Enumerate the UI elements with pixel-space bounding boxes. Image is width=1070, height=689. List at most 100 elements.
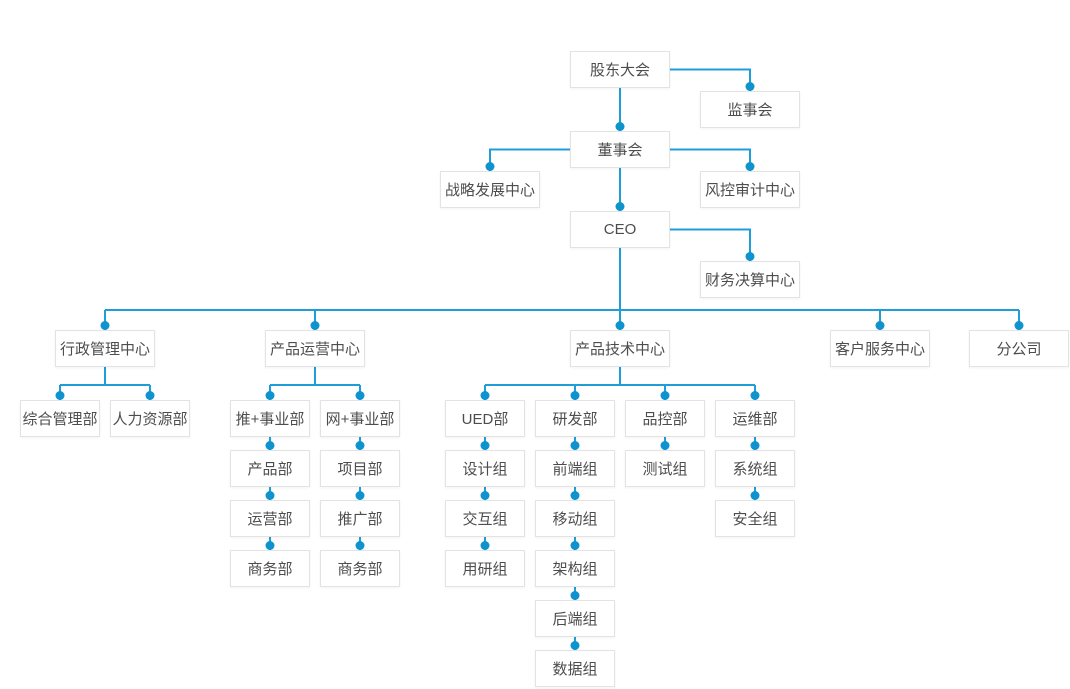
org-node-tui-bu: 推+事业部: [230, 400, 310, 437]
org-node-design-group: 设计组: [445, 450, 525, 487]
org-node-wang-bu: 网+事业部: [320, 400, 400, 437]
org-node-label: 人力资源部: [112, 411, 188, 428]
org-node-label: 产品部: [247, 461, 293, 478]
connector-line: [670, 68, 751, 91]
org-node-label: 监事会: [727, 102, 773, 119]
org-node-label: 客户服务中心: [834, 341, 925, 358]
org-node-biz-dept-wang: 商务部: [320, 550, 400, 587]
org-node-label: 运营部: [247, 511, 293, 528]
org-node-label: 股东大会: [589, 62, 650, 79]
connector-dot: [100, 321, 110, 330]
connector-dot: [265, 391, 275, 400]
connector-dot: [660, 441, 670, 450]
org-node-fe-group: 前端组: [535, 450, 615, 487]
org-node-operation-dept: 运营部: [230, 500, 310, 537]
org-node-qc-dept: 品控部: [625, 400, 705, 437]
org-node-sec-group: 安全组: [715, 500, 795, 537]
org-node-label: 运维部: [732, 411, 778, 428]
connector-dot: [745, 162, 755, 171]
connector-dot: [480, 391, 490, 400]
connector-dot: [265, 491, 275, 500]
org-node-test-group: 测试组: [625, 450, 705, 487]
connector-dot: [875, 321, 885, 330]
org-node-label: 分公司: [996, 341, 1042, 358]
org-node-label: 用研组: [462, 561, 508, 578]
org-node-strategy: 战略发展中心: [440, 171, 540, 208]
org-node-label: 后端组: [552, 611, 598, 628]
org-node-risk-audit: 风控审计中心: [700, 171, 800, 208]
org-node-label: 商务部: [247, 561, 293, 578]
org-node-hr-dept: 人力资源部: [110, 400, 190, 437]
connector-dot: [265, 441, 275, 450]
org-node-label: 网+事业部: [325, 411, 395, 428]
org-node-promo-dept: 推广部: [320, 500, 400, 537]
connector-dot: [55, 391, 65, 400]
org-node-sys-group: 系统组: [715, 450, 795, 487]
org-node-ixd-group: 交互组: [445, 500, 525, 537]
org-node-admin-center: 行政管理中心: [55, 330, 155, 367]
org-node-om-dept: 运维部: [715, 400, 795, 437]
org-node-label: 财务决算中心: [704, 272, 795, 289]
org-node-label: 产品运营中心: [269, 341, 360, 358]
org-node-biz-dept-tui: 商务部: [230, 550, 310, 587]
org-node-label: 风控审计中心: [704, 182, 795, 199]
connector-dot: [480, 441, 490, 450]
org-node-ur-group: 用研组: [445, 550, 525, 587]
org-node-label: UED部: [461, 411, 509, 428]
connector-dot: [570, 441, 580, 450]
org-node-shareholders: 股东大会: [570, 51, 670, 88]
org-node-label: 董事会: [597, 142, 643, 159]
connector-dot: [355, 441, 365, 450]
org-node-be-group: 后端组: [535, 600, 615, 637]
org-node-arch-group: 架构组: [535, 550, 615, 587]
org-node-supervisory: 监事会: [700, 91, 800, 128]
org-node-project-dept: 项目部: [320, 450, 400, 487]
org-node-label: 前端组: [552, 461, 598, 478]
connector-dot: [745, 252, 755, 261]
connector-dot: [480, 491, 490, 500]
connector-dot: [570, 591, 580, 600]
connector-dot: [355, 541, 365, 550]
connector-dot: [615, 202, 625, 211]
org-node-ops-center: 产品运营中心: [265, 330, 365, 367]
connector-dot: [355, 491, 365, 500]
org-node-label: 战略发展中心: [444, 182, 535, 199]
org-node-label: CEO: [603, 221, 637, 238]
connector-dot: [570, 391, 580, 400]
org-node-label: 研发部: [552, 411, 598, 428]
org-node-label: 安全组: [732, 511, 778, 528]
org-node-label: 交互组: [462, 511, 508, 528]
connector-line: [670, 148, 751, 171]
org-node-label: 综合管理部: [22, 411, 98, 428]
org-node-branch: 分公司: [969, 330, 1069, 367]
connector-dot: [1014, 321, 1024, 330]
org-node-label: 架构组: [552, 561, 598, 578]
connector-dot: [265, 541, 275, 550]
connector-dot: [570, 641, 580, 650]
org-node-label: 设计组: [462, 461, 508, 478]
connector-line: [489, 148, 570, 171]
connector-dot: [480, 541, 490, 550]
org-node-label: 推+事业部: [235, 411, 305, 428]
org-node-board: 董事会: [570, 131, 670, 168]
connector-dot: [615, 321, 625, 330]
connector-dot: [570, 491, 580, 500]
org-node-tech-center: 产品技术中心: [570, 330, 670, 367]
org-node-label: 行政管理中心: [59, 341, 150, 358]
org-node-rd-dept: 研发部: [535, 400, 615, 437]
org-node-label: 移动组: [552, 511, 598, 528]
org-node-data-group: 数据组: [535, 650, 615, 687]
connector-dot: [660, 391, 670, 400]
org-node-service-center: 客户服务中心: [830, 330, 930, 367]
org-node-finance: 财务决算中心: [700, 261, 800, 298]
org-node-ued-dept: UED部: [445, 400, 525, 437]
connector-dot: [310, 321, 320, 330]
org-node-label: 项目部: [337, 461, 383, 478]
org-node-product-dept: 产品部: [230, 450, 310, 487]
connector-dot: [570, 541, 580, 550]
connector-dot: [145, 391, 155, 400]
org-node-label: 品控部: [642, 411, 688, 428]
org-node-label: 测试组: [642, 461, 688, 478]
org-node-mobile-group: 移动组: [535, 500, 615, 537]
